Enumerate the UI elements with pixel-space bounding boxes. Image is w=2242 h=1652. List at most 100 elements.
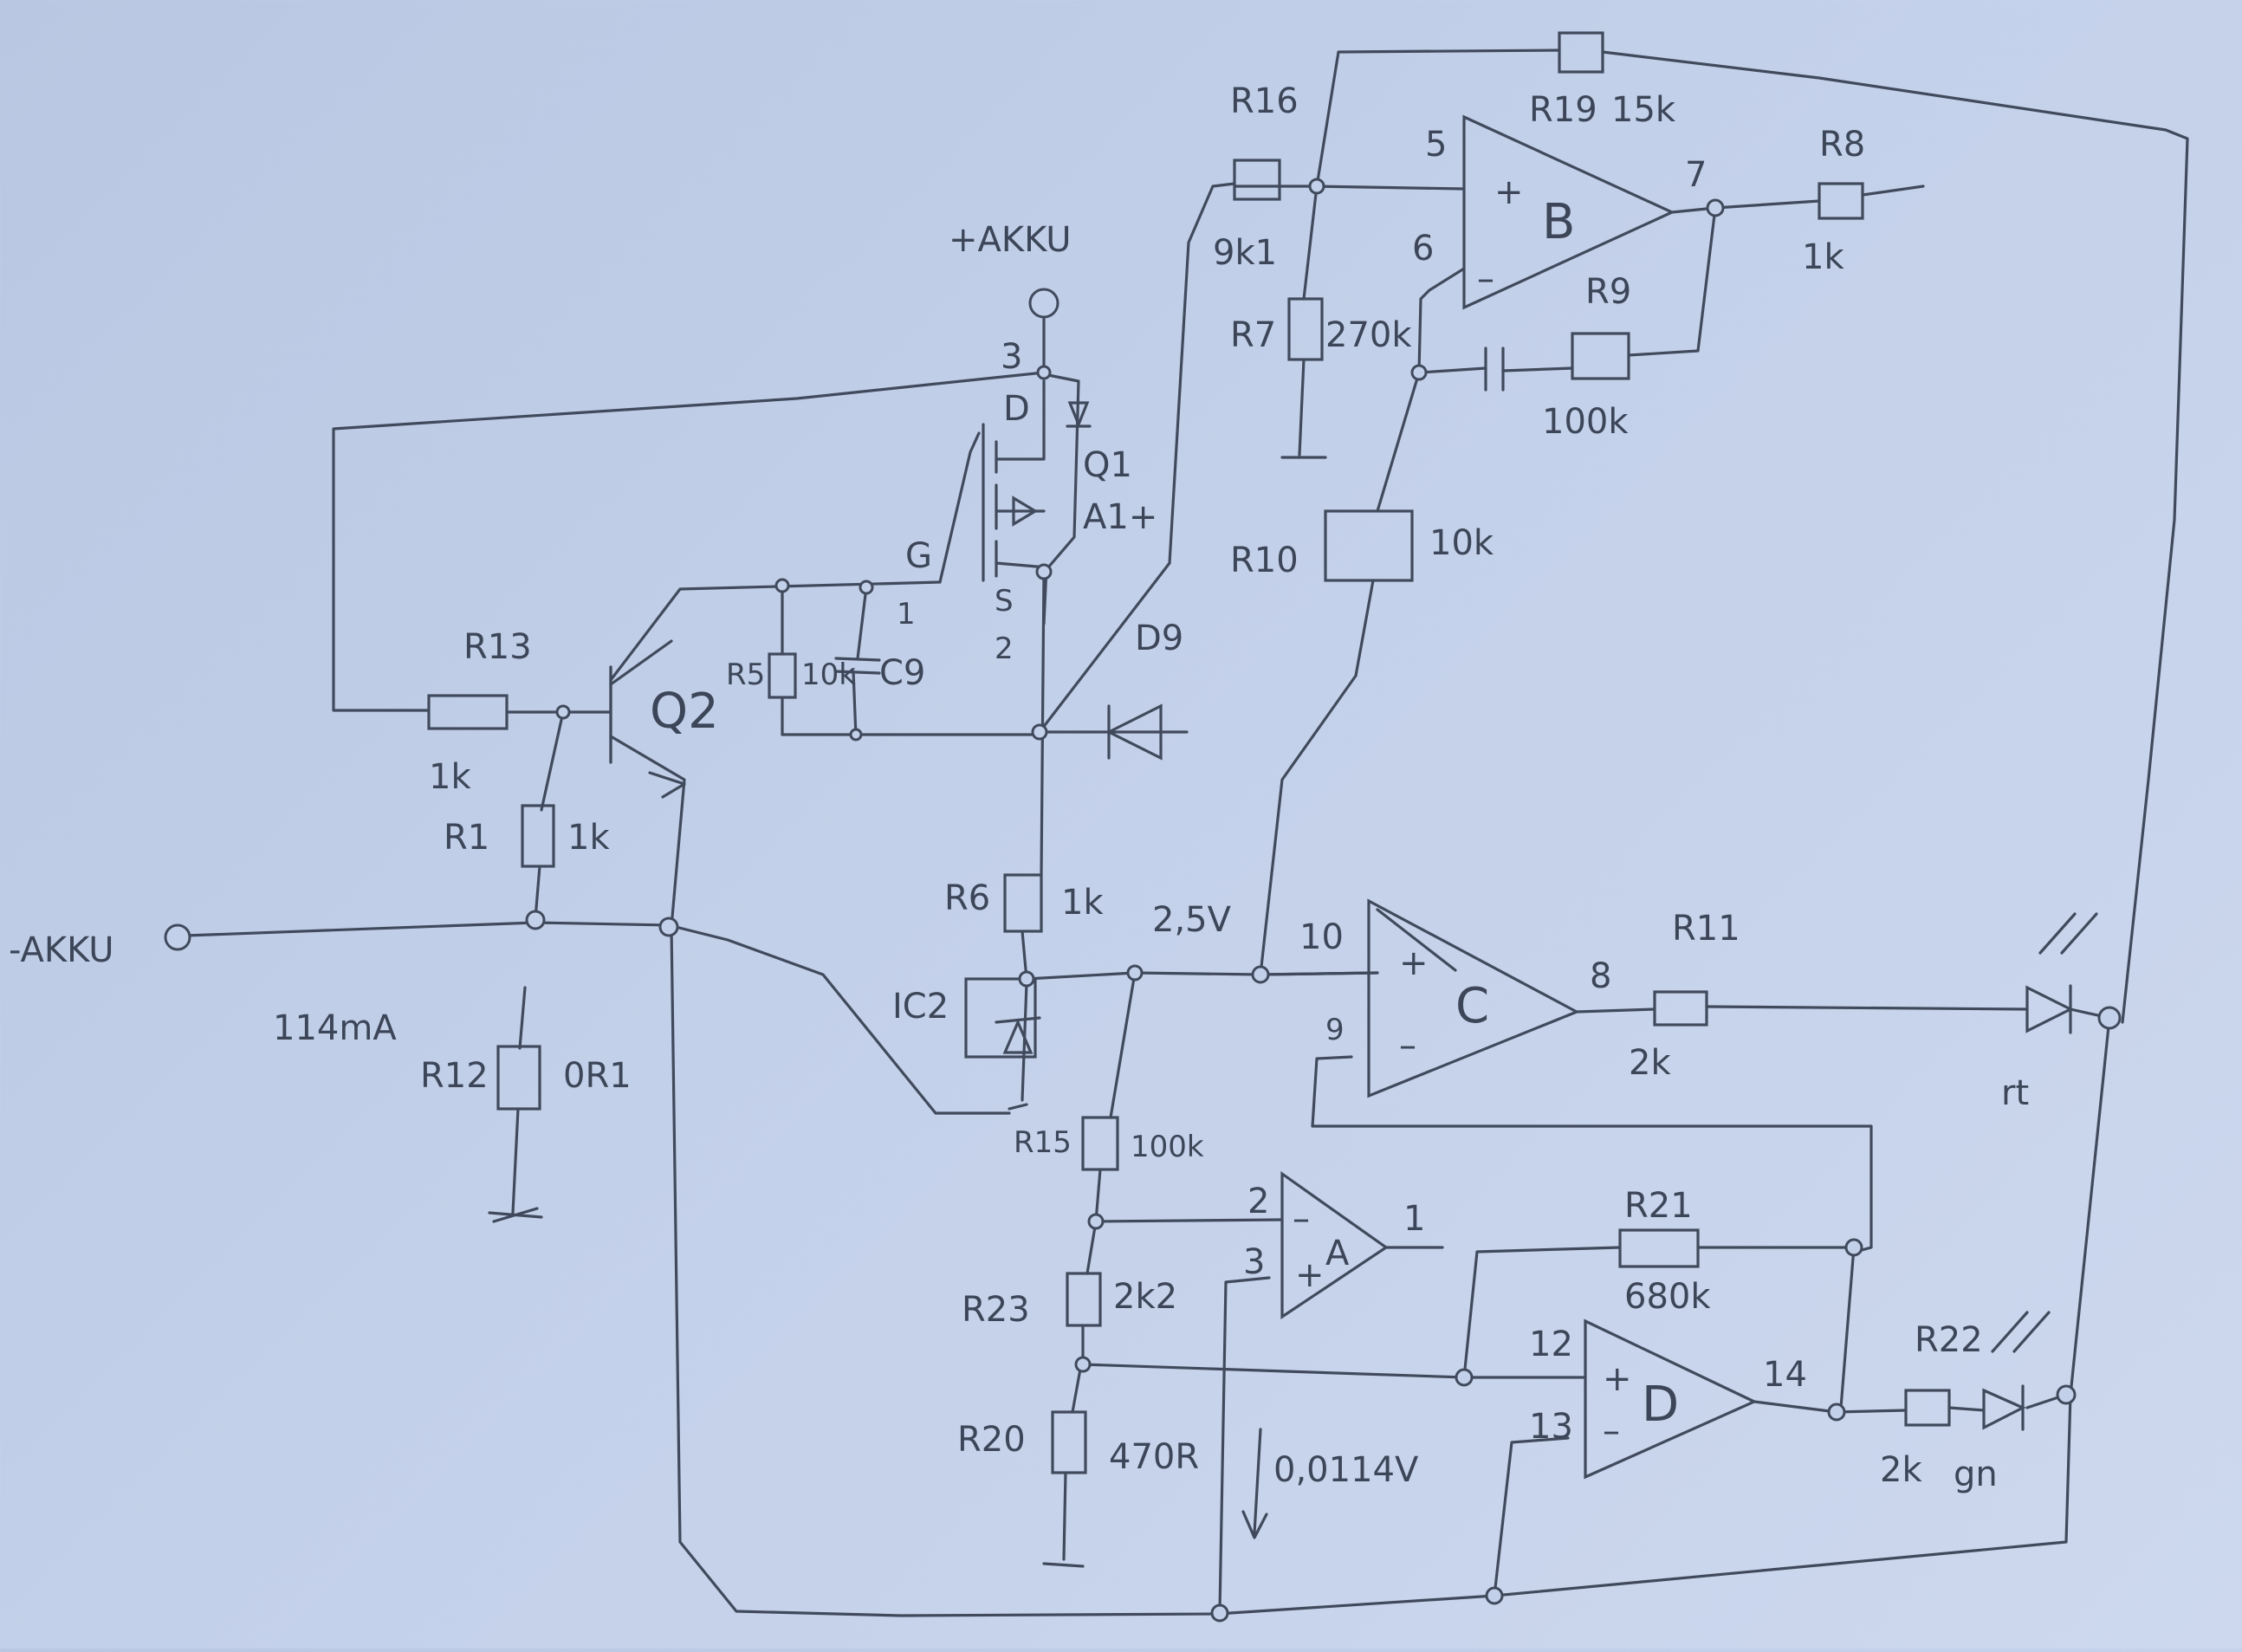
label-r1: R1 xyxy=(444,818,489,858)
opamps xyxy=(1280,114,1758,1480)
label-r11: R11 xyxy=(1672,909,1740,949)
label-r16-value: 9k1 xyxy=(1213,233,1277,273)
label-opamp-a: A xyxy=(1325,1234,1350,1273)
label-opamp-b: B xyxy=(1542,194,1575,250)
label-r7: R7 xyxy=(1230,315,1276,355)
label-led-rt: rt xyxy=(2001,1073,2029,1113)
label-r21: R21 xyxy=(1624,1186,1693,1226)
label-opamp-b-pin6: 6 xyxy=(1412,229,1434,269)
label-r23-value: 2k2 xyxy=(1113,1277,1177,1317)
label-q2: Q2 xyxy=(650,683,719,740)
r16-body xyxy=(1233,159,1281,201)
r1-body xyxy=(521,804,555,868)
r23-body xyxy=(1066,1272,1102,1327)
r6-body xyxy=(1003,873,1043,933)
grounds xyxy=(488,456,1327,1568)
label-r13-value: 1k xyxy=(429,757,471,797)
label-r19: R19 xyxy=(1529,90,1597,130)
junction-dots xyxy=(164,178,2122,1623)
label-r21-value: 680k xyxy=(1624,1277,1711,1317)
label-r22-value: 2k xyxy=(1880,1450,1922,1490)
r10-body xyxy=(1324,509,1414,582)
label-opamp-d: D xyxy=(1642,1377,1679,1433)
label-opamp-b-minus: – xyxy=(1477,259,1494,299)
label-r8: R8 xyxy=(1819,125,1865,165)
label-r6-value: 1k xyxy=(1061,883,1104,923)
r19-body xyxy=(1558,31,1604,74)
label-opamp-a-pin1: 1 xyxy=(1403,1199,1425,1239)
label-r11-value: 2k xyxy=(1629,1043,1671,1083)
opamp-d xyxy=(1584,1318,1758,1480)
label-r12-value: 0R1 xyxy=(563,1056,632,1096)
label-c9: C9 xyxy=(879,653,925,693)
q2-transistor xyxy=(609,639,686,799)
label-pin3: 3 xyxy=(1001,337,1022,377)
r7-body xyxy=(1287,297,1324,361)
label-pin-s: S xyxy=(995,584,1014,619)
label-d9: D9 xyxy=(1135,619,1183,658)
label-r23: R23 xyxy=(962,1290,1030,1330)
r20-body xyxy=(1051,1410,1087,1474)
r13-body xyxy=(427,694,509,730)
label-r15: R15 xyxy=(1014,1125,1072,1160)
label-r22: R22 xyxy=(1915,1320,1983,1360)
label-r10: R10 xyxy=(1230,541,1299,580)
label-opamp-b-pin7: 7 xyxy=(1685,155,1707,195)
opamp-b xyxy=(1462,114,1675,310)
label-opamp-d-minus: – xyxy=(1603,1411,1620,1451)
label-opamp-d-pin12: 12 xyxy=(1529,1325,1573,1364)
r15-body xyxy=(1081,1116,1119,1171)
label-opamp-c-plus: + xyxy=(1399,943,1429,983)
label-r16: R16 xyxy=(1230,81,1299,121)
label-r13: R13 xyxy=(463,627,532,667)
label-opamp-c-minus: – xyxy=(1399,1026,1416,1066)
label-r7-value: 270k xyxy=(1325,315,1412,355)
label-opamp-a-minus: – xyxy=(1293,1199,1310,1239)
label-opamp-c-pin10: 10 xyxy=(1299,917,1344,957)
label-opamp-d-plus: + xyxy=(1603,1359,1632,1399)
label-r9: R9 xyxy=(1585,272,1631,312)
label-r8-value: 1k xyxy=(1802,237,1844,277)
label-plus-akku: +AKKU xyxy=(949,220,1072,260)
opamp-c xyxy=(1367,898,1580,1098)
label-led-gn: gn xyxy=(1954,1454,1998,1494)
label-r5-value: 10k xyxy=(801,658,856,692)
label-pin1: 1 xyxy=(897,597,916,632)
label-r5: R5 xyxy=(726,658,765,692)
label-opamp-d-pin14: 14 xyxy=(1763,1355,1807,1395)
r21-body xyxy=(1618,1228,1700,1268)
label-opamp-c-pin8: 8 xyxy=(1590,956,1611,996)
r12-body xyxy=(496,1045,541,1111)
r9-body xyxy=(1571,332,1630,380)
label-ic2: IC2 xyxy=(892,987,949,1027)
label-0v0114: 0,0114V xyxy=(1273,1450,1419,1490)
label-r20-value: 470R xyxy=(1109,1437,1199,1477)
minus-akku-terminal xyxy=(164,923,191,951)
diodes xyxy=(964,401,2098,1431)
label-r15-value: 100k xyxy=(1131,1130,1204,1164)
label-r10-value: 10k xyxy=(1429,523,1494,563)
label-pin2: 2 xyxy=(995,632,1014,666)
label-q1: Q1 xyxy=(1083,445,1132,485)
r8-body xyxy=(1818,182,1864,220)
label-minus-akku: -AKKU xyxy=(9,930,114,970)
r5-body xyxy=(768,652,797,699)
capacitors xyxy=(834,347,1505,675)
label-current: 114mA xyxy=(273,1008,397,1048)
plus-akku-terminal xyxy=(1028,288,1059,319)
label-opamp-a-pin2: 2 xyxy=(1247,1182,1269,1221)
label-opamp-b-plus: + xyxy=(1494,172,1524,212)
label-r6: R6 xyxy=(944,878,990,918)
label-r19-value: 15k xyxy=(1611,90,1676,130)
label-pin-g: G xyxy=(905,536,932,576)
label-opamp-a-pin3: 3 xyxy=(1243,1242,1265,1282)
resistors xyxy=(427,31,1951,1474)
r11-body xyxy=(1653,990,1708,1027)
label-r20: R20 xyxy=(957,1420,1026,1460)
label-opamp-d-pin13: 13 xyxy=(1529,1407,1573,1447)
wires xyxy=(185,49,2189,1617)
label-q1-type: A1+ xyxy=(1083,497,1157,537)
label-opamp-c: C xyxy=(1455,978,1489,1034)
